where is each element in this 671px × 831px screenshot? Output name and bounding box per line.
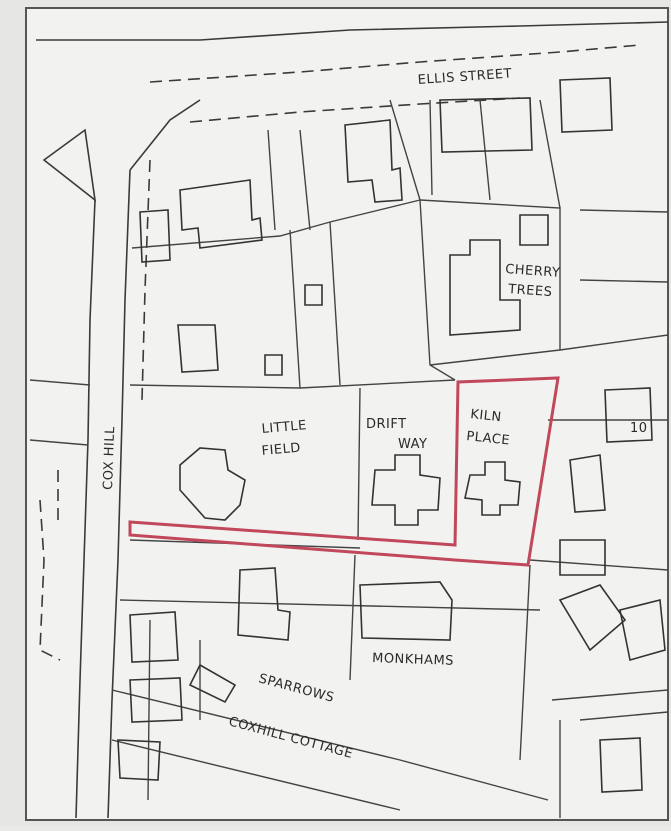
label-kiln-place-line2: PLACE (466, 429, 511, 449)
map-border (25, 7, 669, 821)
label-house-number: 10 (630, 421, 648, 436)
label-little-field-line1: LITTLE (261, 418, 307, 437)
label-ellis-street: ELLIS STREET (417, 66, 512, 88)
label-drift-way-line2: WAY (398, 437, 427, 452)
cox-hill-road (39, 99, 201, 819)
label-cherry-trees-line1: CHERRY (505, 262, 561, 281)
ellis-street-road (36, 21, 669, 123)
site-boundary (128, 376, 560, 567)
label-drift-way-line1: DRIFT (366, 417, 407, 432)
label-cherry-trees-line2: TREES (507, 282, 553, 300)
label-cox-hill: COX HILL (101, 426, 118, 490)
label-little-field-line2: FIELD (261, 441, 301, 459)
label-monkhams: MONKHAMS (372, 651, 454, 669)
label-kiln-place-line1: KILN (470, 407, 503, 425)
buildings (117, 77, 666, 793)
